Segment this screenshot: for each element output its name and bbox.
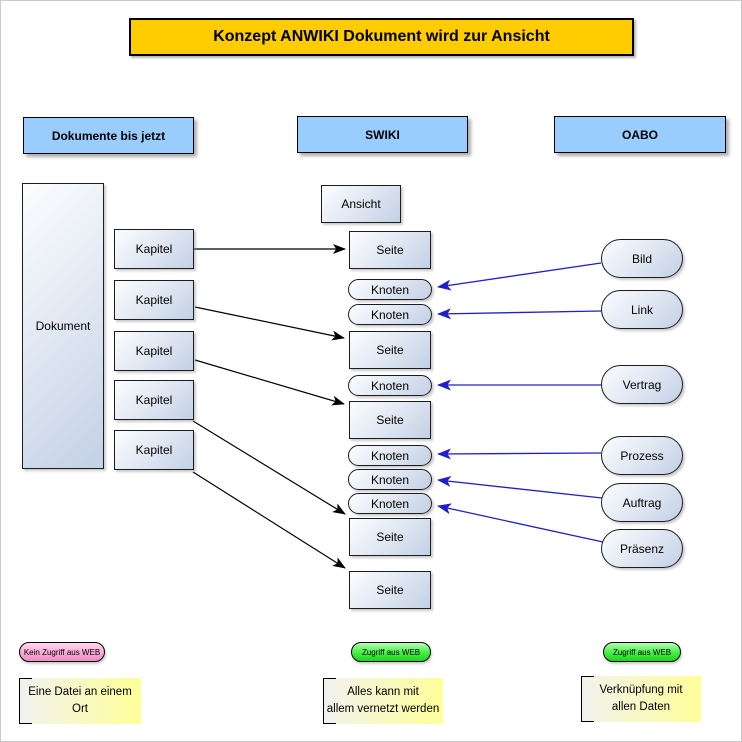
arrow-kapitel5-seite5: [192, 471, 346, 569]
column-header-dokumente: Dokumente bis jetzt: [23, 117, 194, 154]
arrow-kapitel3-seite3: [194, 359, 345, 406]
column-header-oabo: OABO: [554, 116, 726, 153]
knoten-node-1: Knoten: [348, 279, 432, 300]
badge-web-access-swiki: Zugriff aus WEB: [351, 642, 431, 662]
knoten-node-3: Knoten: [348, 375, 432, 396]
knoten-node-2: Knoten: [348, 304, 432, 325]
kapitel-node-4: Kapitel: [114, 380, 194, 420]
dokument-node: Dokument: [22, 183, 104, 469]
note-bracket: [323, 678, 336, 724]
seite-node-2: Seite: [349, 331, 431, 369]
oabo-node-prozess: Prozess: [601, 436, 683, 475]
title-banner: Konzept ANWIKI Dokument wird zur Ansicht: [129, 18, 634, 56]
seite-node-3: Seite: [349, 401, 431, 439]
ansicht-node: Ansicht: [321, 185, 401, 223]
note-text: Alles kann mit allem vernetzt werden: [326, 686, 440, 715]
arrow-link-knoten2: [437, 308, 602, 320]
arrow-auftrag-knoten5: [437, 475, 603, 499]
oabo-node-vertrag: Vertrag: [601, 365, 683, 404]
arrow-kapitel4-seite4: [192, 420, 346, 515]
knoten-node-4: Knoten: [348, 445, 432, 466]
kapitel-node-3: Kapitel: [114, 331, 194, 371]
note-text: Verknüpfung mit allen Daten: [599, 684, 683, 713]
seite-node-5: Seite: [349, 571, 431, 609]
oabo-node-bild: Bild: [601, 239, 683, 278]
note-bracket: [581, 676, 594, 722]
oabo-node-auftrag: Auftrag: [601, 483, 683, 522]
oabo-node-praesenz: Präsenz: [601, 529, 683, 568]
arrow-prozess-knoten4: [437, 448, 602, 460]
note-text: Eine Datei an einem Ort: [28, 686, 132, 715]
kapitel-node-1: Kapitel: [114, 229, 194, 269]
arrow-bild-knoten1: [437, 262, 602, 291]
note-oabo: Verknüpfung mit allen Daten: [581, 676, 701, 722]
arrow-praesenz-knoten6: [437, 503, 604, 543]
knoten-node-6: Knoten: [348, 493, 432, 514]
seite-node-1: Seite: [349, 231, 431, 269]
knoten-node-5: Knoten: [348, 469, 432, 490]
badge-no-web-access: Kein Zugriff aus WEB: [19, 642, 105, 662]
badge-web-access-oabo: Zugriff aus WEB: [603, 642, 681, 662]
column-header-swiki: SWIKI: [297, 116, 468, 153]
note-swiki: Alles kann mit allem vernetzt werden: [323, 678, 443, 724]
kapitel-node-2: Kapitel: [114, 280, 194, 320]
arrow-kapitel2-seite2: [194, 306, 345, 341]
seite-node-4: Seite: [349, 518, 431, 556]
note-dokumente: Eine Datei an einem Ort: [19, 678, 141, 724]
oabo-node-link: Link: [601, 290, 683, 329]
kapitel-node-5: Kapitel: [114, 430, 194, 470]
note-bracket: [19, 678, 32, 724]
